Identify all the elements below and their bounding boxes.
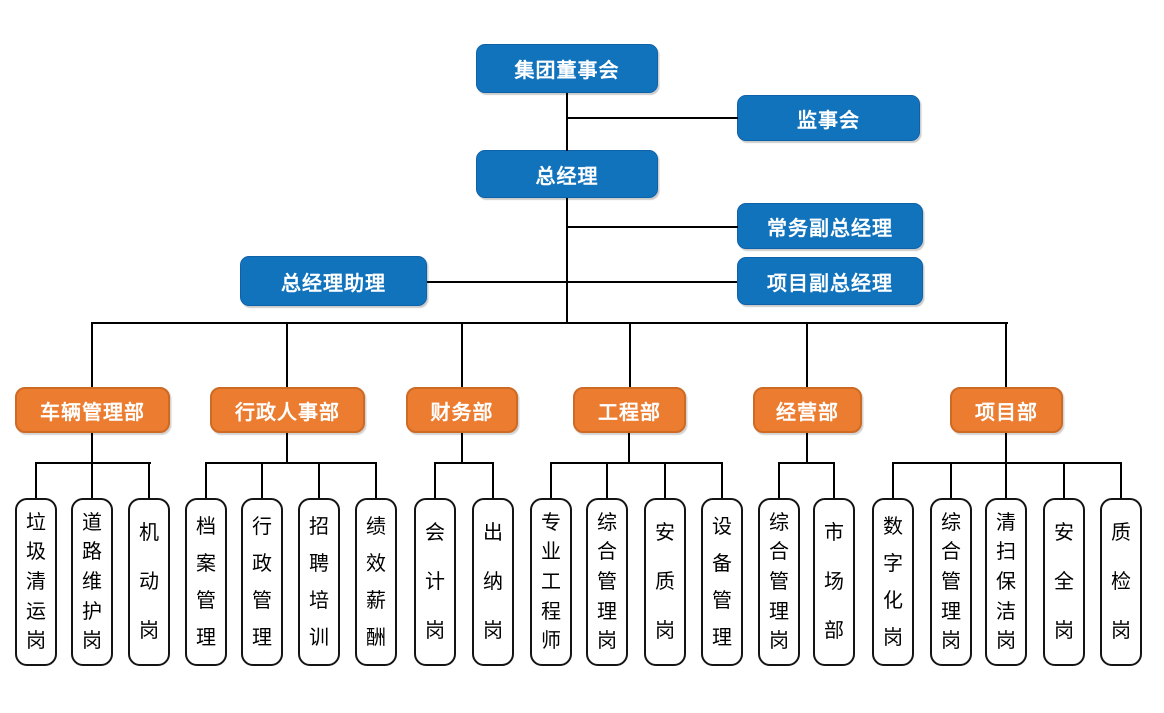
pos-general-management-ops: 综合管理岗: [758, 498, 800, 666]
connector-line: [91, 322, 1008, 324]
connector-line: [434, 462, 494, 464]
connector-line: [492, 462, 494, 498]
connector-line: [778, 462, 780, 498]
connector-line: [550, 462, 552, 498]
connector-line: [628, 433, 630, 462]
pos-mobile-duty: 机动岗: [128, 498, 170, 666]
pos-general-management-proj: 综合管理岗: [930, 498, 972, 666]
connector-line: [566, 93, 568, 151]
dept-admin-hr: 行政人事部: [210, 387, 365, 433]
connector-line: [286, 322, 288, 387]
connector-line: [91, 433, 93, 462]
connector-line: [91, 322, 93, 387]
connector-line: [1005, 433, 1007, 462]
connector-line: [35, 462, 151, 464]
pos-performance-compensation: 绩效薪酬: [355, 498, 397, 666]
connector-line: [375, 462, 377, 498]
connector-line: [461, 433, 463, 462]
connector-line: [1005, 322, 1007, 387]
connector-line: [550, 462, 723, 464]
connector-line: [1005, 462, 1007, 498]
pos-professional-engineer: 专业工程师: [530, 498, 572, 666]
node-gm-assistant: 总经理助理: [240, 256, 427, 306]
connector-line: [1120, 462, 1122, 498]
connector-line: [286, 433, 288, 462]
pos-sweeping-cleaning: 清扫保洁岗: [985, 498, 1027, 666]
connector-line: [664, 462, 666, 498]
connector-line: [629, 322, 631, 387]
pos-digitalization: 数字化岗: [872, 498, 914, 666]
node-general-manager: 总经理: [476, 150, 658, 198]
pos-cashier: 出纳岗: [472, 498, 514, 666]
connector-line: [318, 462, 320, 498]
pos-equipment-management: 设备管理: [701, 498, 743, 666]
connector-line: [567, 117, 738, 119]
connector-line: [566, 198, 568, 324]
connector-line: [461, 322, 463, 387]
node-supervisory-board: 监事会: [737, 95, 920, 141]
pos-safety: 安全岗: [1043, 498, 1085, 666]
connector-line: [778, 462, 835, 464]
dept-engineering: 工程部: [573, 387, 686, 433]
connector-line: [205, 462, 377, 464]
pos-quality-inspection: 质检岗: [1100, 498, 1142, 666]
pos-general-management-eng: 综合管理岗: [586, 498, 628, 666]
connector-line: [721, 462, 723, 498]
pos-admin-management: 行政管理: [241, 498, 283, 666]
connector-line: [892, 462, 894, 498]
node-executive-deputy-gm: 常务副总经理: [737, 203, 923, 249]
connector-line: [91, 462, 93, 498]
node-group-board: 集团董事会: [476, 44, 658, 93]
pos-archives-management: 档案管理: [185, 498, 227, 666]
pos-garbage-collection: 垃圾清运岗: [15, 498, 57, 666]
dept-operations: 经营部: [753, 387, 862, 433]
connector-line: [806, 433, 808, 462]
pos-safety-quality: 安质岗: [644, 498, 686, 666]
dept-finance: 财务部: [406, 387, 518, 433]
connector-line: [950, 462, 952, 498]
connector-line: [567, 226, 738, 228]
pos-market: 市场部: [813, 498, 855, 666]
connector-line: [35, 462, 37, 498]
dept-project: 项目部: [950, 387, 1063, 433]
dept-vehicle-management: 车辆管理部: [15, 387, 170, 433]
connector-line: [427, 281, 737, 283]
pos-accounting: 会计岗: [414, 498, 456, 666]
connector-line: [806, 322, 808, 387]
connector-line: [205, 462, 207, 498]
connector-line: [606, 462, 608, 498]
connector-line: [148, 462, 150, 498]
connector-line: [1063, 462, 1065, 498]
connector-line: [261, 462, 263, 498]
connector-line: [892, 462, 1122, 464]
pos-road-maintenance: 道路维护岗: [71, 498, 113, 666]
connector-line: [434, 462, 436, 498]
connector-line: [833, 462, 835, 498]
pos-recruitment-training: 招聘培训: [298, 498, 340, 666]
node-project-deputy-gm: 项目副总经理: [737, 257, 923, 305]
